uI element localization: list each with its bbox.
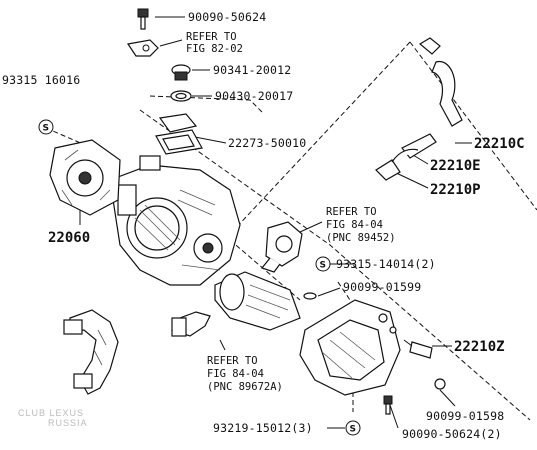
label-refer-82-line2: FIG 82-02	[186, 43, 243, 55]
label-90341-20012: 90341-20012	[213, 63, 291, 77]
gasket-22273-50010	[155, 113, 203, 155]
watermark-club-lexus: CLUB LEXUS	[18, 408, 84, 418]
label-refer-84b-line2: FIG 84-04	[207, 368, 264, 380]
label-90090-50624-pair: 90090-50624(2)	[402, 427, 502, 441]
throttle-position-sensor	[260, 221, 303, 273]
label-90099-01599: 90099-01599	[343, 280, 421, 294]
gasket-ring-90430-20017	[170, 90, 192, 102]
hose-22210C	[418, 37, 463, 127]
bolt-90090-50624-pair	[383, 395, 393, 415]
actuator-housing	[299, 292, 401, 396]
label-22273-50010: 22273-50010	[228, 136, 306, 150]
standard-part-symbol-bottom: S	[345, 420, 361, 436]
label-93219-15012: 93219-15012(3)	[213, 421, 313, 435]
label-22210Z: 22210Z	[454, 339, 505, 355]
label-refer-84a-line1: REFER TO	[326, 206, 377, 218]
bolt-90090-50624	[137, 8, 149, 30]
bracket-refer-82-02	[126, 39, 159, 57]
label-90430-20017: 90430-20017	[215, 89, 293, 103]
label-refer-84b-line3: (PNC 89672A)	[207, 381, 283, 393]
label-90090-50624: 90090-50624	[188, 10, 266, 24]
standard-part-symbol-right: S	[315, 256, 331, 272]
label-refer-82-line1: REFER TO	[186, 31, 237, 43]
label-90099-01598: 90099-01598	[426, 409, 504, 423]
motor-assembly	[171, 271, 301, 337]
sensor-22210Z	[403, 339, 446, 390]
label-refer-84b-line1: REFER TO	[207, 355, 258, 367]
hose-22210E	[375, 133, 437, 181]
svg-text:S: S	[320, 261, 326, 271]
svg-text:S: S	[43, 124, 49, 134]
sensor-22060	[49, 139, 121, 216]
wiring-harness	[63, 309, 119, 395]
watermark-russia: RUSSIA	[48, 418, 88, 428]
label-93315-16016: 93315 16016	[2, 73, 80, 87]
label-refer-84a-line2: FIG 84-04	[326, 219, 383, 231]
label-22210P: 22210P	[430, 182, 481, 198]
plug-90341-20012	[171, 64, 191, 81]
label-93315-14014: 93315-14014(2)	[336, 257, 436, 271]
svg-text:S: S	[350, 425, 356, 435]
standard-part-symbol-left: S	[38, 119, 54, 135]
label-refer-84a-line3: (PNC 89452)	[326, 232, 396, 244]
label-22210C: 22210C	[474, 136, 525, 152]
label-22210E: 22210E	[430, 158, 481, 174]
throttle-body	[109, 155, 241, 286]
label-22060: 22060	[48, 230, 90, 246]
